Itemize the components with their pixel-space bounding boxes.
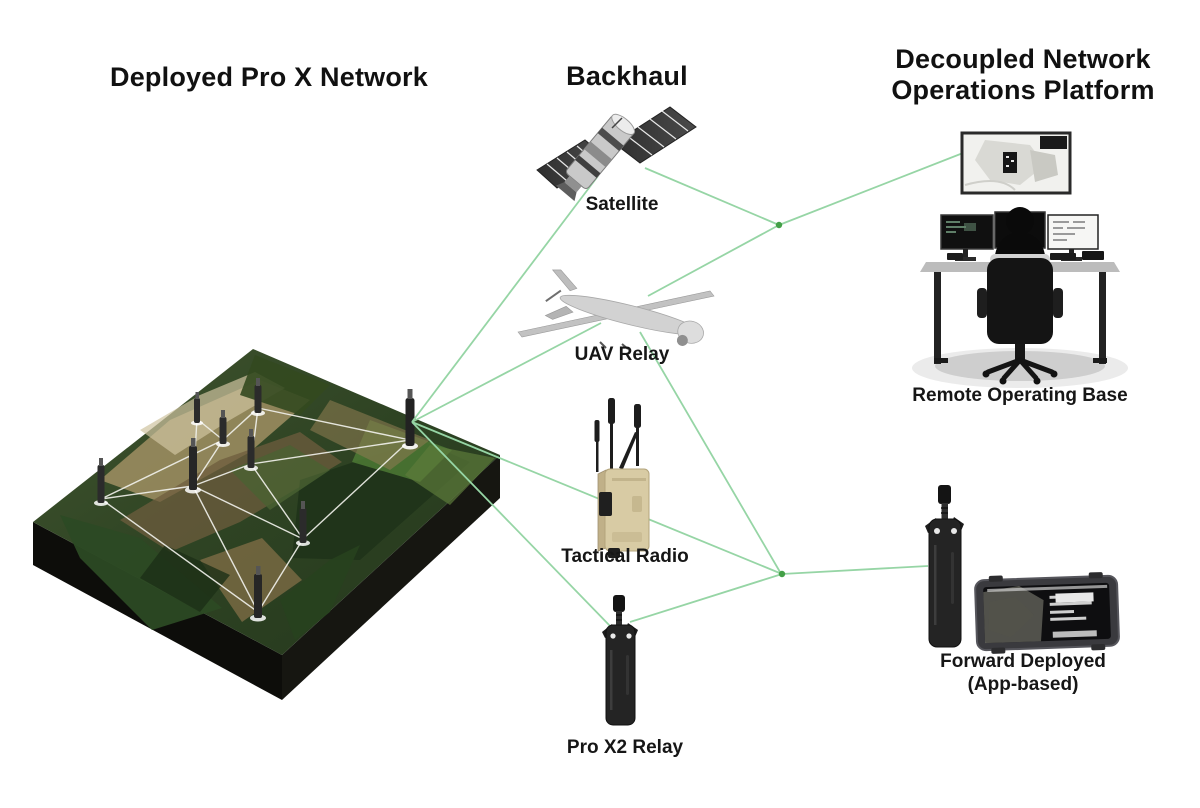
- satellite-icon: [536, 106, 697, 202]
- link-network-to-uav: [411, 322, 602, 423]
- terrain-gateway-node: [402, 389, 418, 450]
- terrain-node: [191, 392, 203, 426]
- terrain-node: [250, 566, 266, 622]
- link-south-junction-to-forward: [781, 565, 929, 575]
- label-satellite: Satellite: [585, 194, 659, 215]
- operator-chair: [977, 254, 1063, 385]
- terrain-node: [185, 438, 201, 494]
- label-forward-deployed: Forward Deployed (App-based): [940, 650, 1106, 696]
- label-tactical-radio: Tactical Radio: [561, 546, 689, 567]
- uav-icon: [517, 269, 715, 350]
- south-junction-dot: [778, 570, 786, 578]
- link-uav-to-south-junction: [639, 331, 781, 573]
- forward-deployed-group: [925, 485, 1120, 654]
- terrain-node: [244, 429, 258, 471]
- link-network-to-tactical-radio-junction: [411, 421, 783, 575]
- terrain-model-icon: [33, 349, 500, 700]
- link-network-to-pro-x2: [411, 421, 613, 629]
- section-title-deployed-network: Deployed Pro X Network: [110, 62, 428, 92]
- ops-platform-title-line2: Operations Platform: [891, 75, 1155, 105]
- label-pro-x2-relay: Pro X2 Relay: [566, 737, 684, 758]
- forward-deployed-line2: (App-based): [967, 674, 1079, 695]
- pro-x2-icon: [602, 595, 638, 726]
- terrain-radio-nodes: [94, 378, 418, 622]
- link-north-junction-to-uav: [647, 224, 780, 297]
- pro-x2-forward-icon: [925, 485, 964, 648]
- link-network-to-satellite: [411, 175, 599, 423]
- section-title-backhaul: Backhaul: [566, 61, 688, 91]
- map-display-icon: [960, 131, 1072, 195]
- terrain-side-right: [282, 455, 500, 700]
- operator-desk-icon: [912, 207, 1128, 388]
- forward-deployed-line1: Forward Deployed: [940, 651, 1106, 672]
- terrain-node: [94, 458, 108, 506]
- link-pro-x2-to-south-junction: [629, 573, 783, 623]
- label-remote-operating-base: Remote Operating Base: [912, 385, 1128, 406]
- ops-platform-title-line1: Decoupled Network: [895, 44, 1151, 74]
- link-satellite-to-north-junction: [644, 167, 780, 226]
- tactical-radio-icon: [594, 398, 650, 558]
- terrain-texture: [60, 355, 495, 640]
- section-title-ops-platform: Decoupled Network Operations Platform: [891, 44, 1154, 106]
- north-junction-dot: [775, 221, 783, 229]
- link-north-junction-to-map: [778, 152, 964, 226]
- rugged-phone-icon: [974, 572, 1120, 654]
- terrain-node: [216, 410, 230, 447]
- terrain-mesh-links: [100, 407, 411, 613]
- terrain-node: [251, 378, 265, 416]
- monitor-left: [940, 214, 994, 261]
- backhaul-links: [411, 152, 964, 629]
- terrain-node: [296, 501, 310, 546]
- label-uav-relay: UAV Relay: [574, 344, 670, 365]
